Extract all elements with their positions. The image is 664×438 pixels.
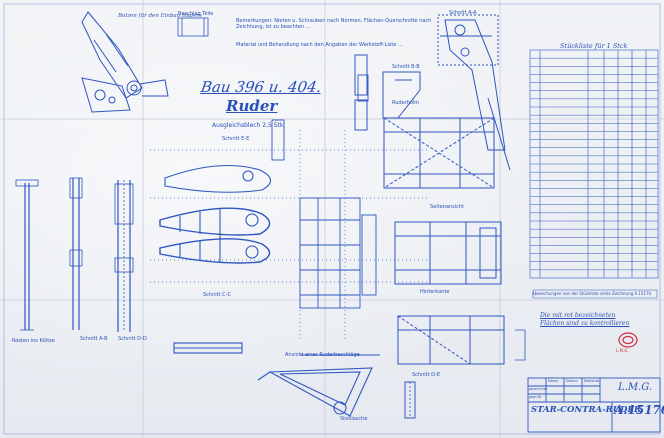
red-remark: Die mit rot bezeichneten Flächen sind zu… <box>540 312 630 327</box>
label-schnitt-aa: Schnitt A-A <box>449 10 477 16</box>
label-stoss: Stoßlasche <box>340 416 368 422</box>
drawing-subtitle: Ausgleichsblech 2,5 Stk. <box>212 122 286 129</box>
rudder-plan-view <box>173 342 380 417</box>
label-schnitt-dd: Schnitt D-D <box>118 336 147 342</box>
label-schnitt-cc: Schnitt C-C <box>203 292 231 298</box>
rudder-frame-lower <box>397 315 505 365</box>
block-row-checked: geprüft <box>529 395 542 399</box>
label-schnitt-de: Schnitt D-E <box>412 372 440 378</box>
general-note: Bemerkungen: Nieten u. Schrauben nach No… <box>236 18 432 30</box>
rudder-frame-top <box>383 97 511 189</box>
spar-structure <box>271 74 377 309</box>
rudder-frame-middle <box>394 221 502 285</box>
note-top-left: Bolzen für den Einbau Ruders <box>118 13 202 19</box>
label-schnitt-ab: Schnitt A-B <box>80 336 108 342</box>
company-name: L.M.G. <box>618 382 653 393</box>
label-hinterkante: Hinterkante <box>420 289 450 295</box>
block-header-scale: Maßstab <box>584 379 599 383</box>
label-schnitt-bb: Schnitt B-B <box>392 64 420 70</box>
material-note: Material und Behandlung nach den Angaben… <box>236 42 403 48</box>
drawing-name: STAR-CONTRA-RUDER <box>531 405 642 415</box>
drawing-title-line1: Bau 396 u. 404. <box>199 78 323 96</box>
parts-list-heading: Stückliste für 1 Stck <box>560 42 628 50</box>
label-lower-left: Rosten ins Klötze <box>12 338 55 344</box>
hinge-fitting-sketch <box>81 11 169 113</box>
label-ruderholm: Ruderholm <box>392 100 420 106</box>
label-seitenansicht: Seitenansicht <box>430 204 464 210</box>
section-aa-lever <box>437 14 506 151</box>
note-sketch-ref: Beschlag Teile <box>178 11 214 17</box>
label-anlenkung: Ansicht einer Ruderbeschläge <box>285 352 360 358</box>
company-stamp <box>618 332 638 348</box>
stamp-text: L.M.G. <box>616 348 629 353</box>
drawing-title-line2: Ruder <box>226 97 278 115</box>
table-remark: Abweichungen von der Stückliste siehe Ze… <box>532 291 652 296</box>
drawing-number: A.15170. <box>614 403 664 417</box>
block-header-name: Name <box>548 379 559 383</box>
title-block <box>527 377 661 433</box>
rib-profiles <box>159 164 272 264</box>
block-row-drawn: gezeichnet <box>529 387 548 391</box>
spar-side-view <box>15 177 134 332</box>
label-schnitt-ee: Schnitt E-E <box>222 136 250 142</box>
block-header-date: Datum <box>566 379 578 383</box>
